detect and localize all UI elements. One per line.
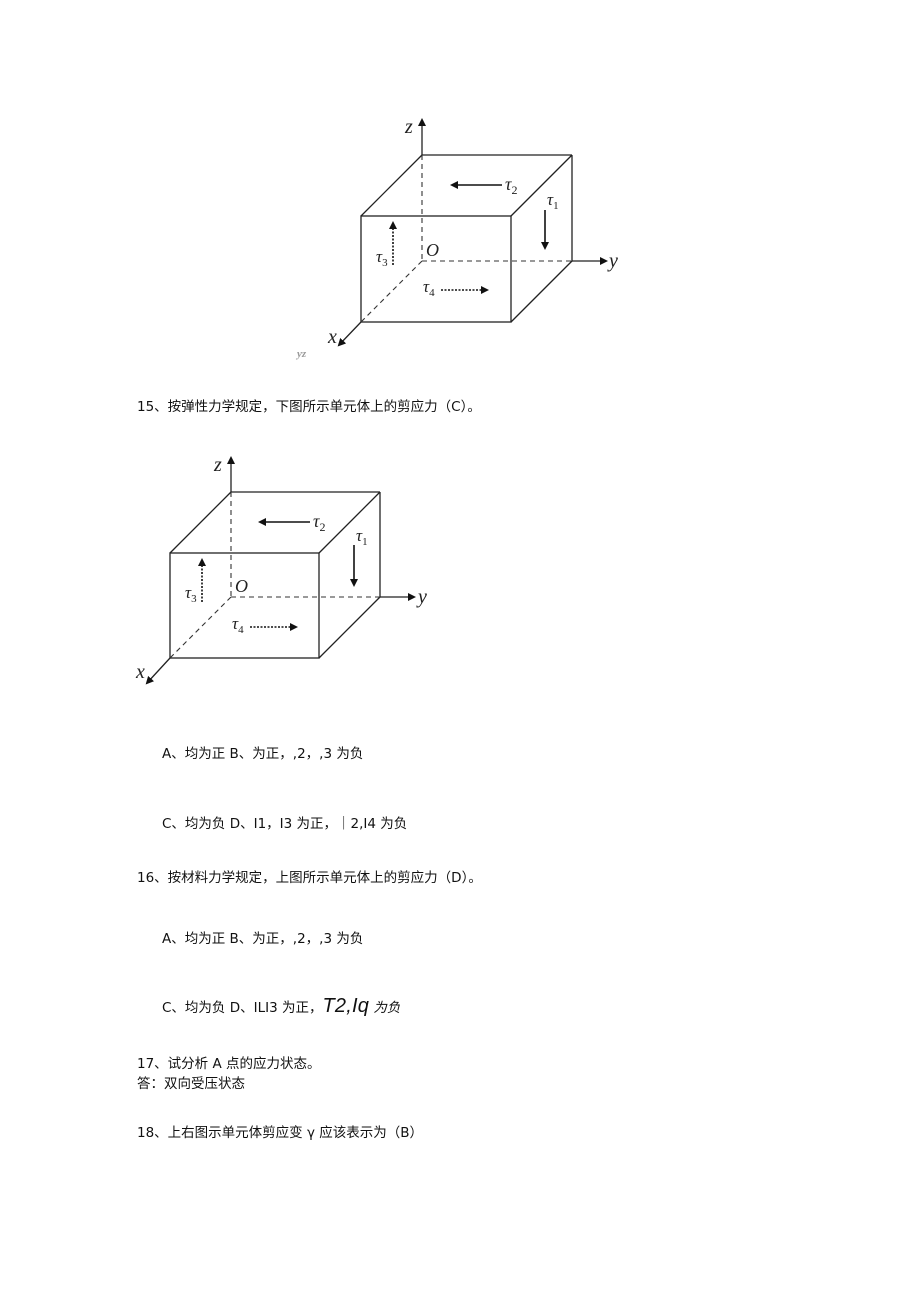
tau1-label: τ <box>547 190 554 209</box>
x-axis <box>145 657 171 685</box>
svg-text:τ2: τ2 <box>505 174 517 197</box>
origin-label: O <box>426 240 439 260</box>
tau2-label: τ <box>505 174 512 194</box>
x-axis-label: x <box>327 326 337 348</box>
q16-options-line-1: A、均为正 B、为正，,2，,3 为负 <box>162 931 364 947</box>
z-axis-label: z <box>213 454 222 476</box>
tau4-label: τ <box>423 277 430 296</box>
q16-option-c-d-text: C、均为负 D、ILI3 为正， <box>162 1000 323 1016</box>
svg-text:τ3: τ3 <box>185 583 197 605</box>
caption-fragment: yz <box>295 348 307 360</box>
element-cube-figure-1: z y x O yz τ2 τ1 τ3 τ4 <box>295 116 618 360</box>
svg-text:τ4: τ4 <box>423 277 435 299</box>
tau3-label: τ <box>185 583 192 602</box>
question-16: 16、按材料力学规定，上图所示单元体上的剪应力（D）。 <box>137 870 482 886</box>
svg-text:τ4: τ4 <box>232 614 244 636</box>
element-cube-figure-2: z y x O τ2 τ1 τ3 τ4 <box>135 454 427 685</box>
q17-answer: 答：双向受压状态 <box>137 1076 245 1092</box>
tau3-label: τ <box>376 247 383 266</box>
q16-garbled-symbols: T2,Iq <box>322 995 370 1017</box>
y-axis-label: y <box>607 250 618 272</box>
question-18: 18、上右图示单元体剪应变 γ 应该表示为（B） <box>137 1125 424 1141</box>
q15-options-line-2: C、均为负 D、I1，I3 为正，｜2,I4 为负 <box>162 816 408 832</box>
tau4-label: τ <box>232 614 239 633</box>
q15-options-line-1: A、均为正 B、为正，,2，,3 为负 <box>162 746 364 762</box>
x-axis-label: x <box>135 661 145 683</box>
question-15: 15、按弹性力学规定，下图所示单元体上的剪应力（C）。 <box>137 399 481 415</box>
y-axis-label: y <box>416 586 427 608</box>
svg-text:τ3: τ3 <box>376 247 388 269</box>
z-axis-label: z <box>404 116 413 138</box>
svg-text:τ1: τ1 <box>547 190 559 212</box>
q16-options-line-2: C、均为负 D、ILI3 为正，T2,Iq 为负 <box>162 995 401 1017</box>
tau1-label: τ <box>356 526 363 545</box>
q16-option-suffix: 为负 <box>369 1000 401 1016</box>
svg-text:τ2: τ2 <box>313 511 325 534</box>
x-axis <box>337 321 362 347</box>
svg-text:τ1: τ1 <box>356 526 368 548</box>
origin-label: O <box>235 576 248 596</box>
tau2-label: τ <box>313 511 320 531</box>
question-17: 17、试分析 A 点的应力状态。 <box>137 1056 321 1072</box>
